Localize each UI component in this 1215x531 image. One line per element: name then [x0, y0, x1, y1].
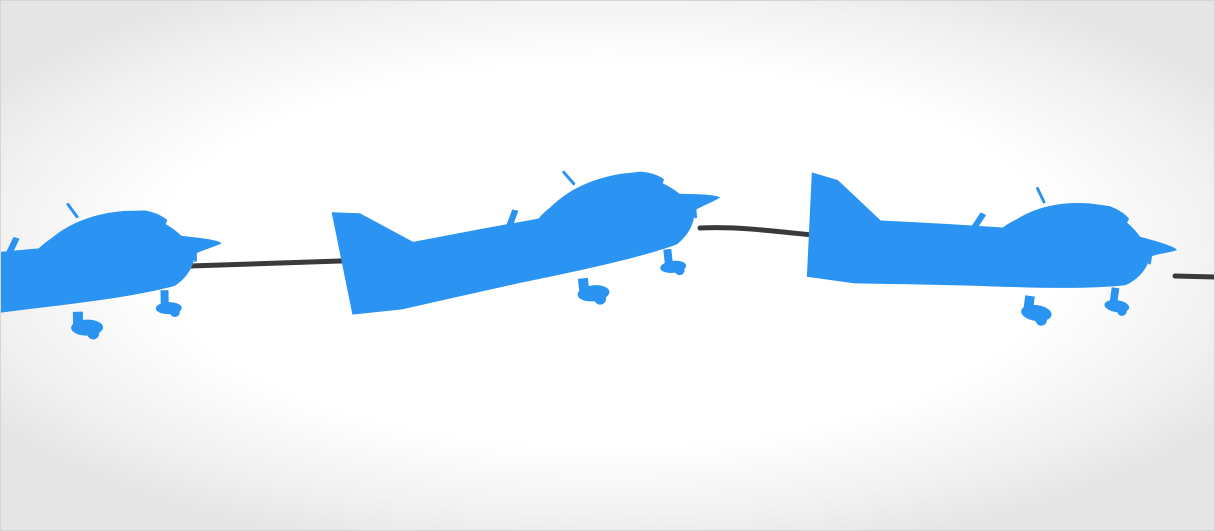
airplane-silhouette	[0, 200, 223, 344]
tow-wire-segment	[1175, 276, 1215, 277]
airplane-silhouette	[795, 155, 1183, 343]
airplane-silhouette	[330, 154, 730, 331]
